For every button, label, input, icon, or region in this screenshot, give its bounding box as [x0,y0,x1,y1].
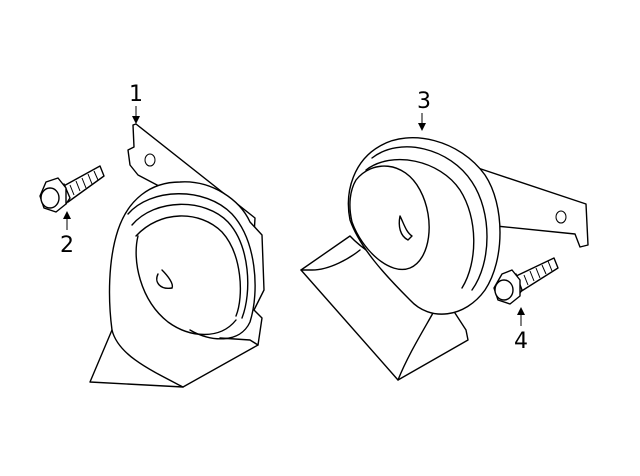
horn-left-emblem-tail [161,269,174,289]
callout-2-arrow [63,211,71,219]
horn-left-rim-inner [135,215,241,317]
horn-right-rim-outer [371,146,488,291]
callout-3-label: 3 [417,89,431,114]
horn-right-emblem [398,215,413,241]
callout-1-arrow [132,116,140,124]
bolt-left[interactable] [39,165,105,213]
callout-2[interactable]: 2 [60,211,74,258]
horn-left-rim-outer [127,193,256,340]
callout-1-label: 1 [129,82,143,107]
bolt-right-thread [523,260,553,286]
bolt-right-head-face [494,279,514,301]
callout-4-arrow [517,307,525,315]
callout-1[interactable]: 1 [129,82,143,124]
bolt-left-thread [69,170,99,196]
horn-left-body [89,181,265,388]
horn-right-bracket-hole [555,210,567,224]
callout-2-label: 2 [60,233,74,258]
horn-left-bracket-hole [144,153,156,167]
bolt-right[interactable] [493,257,559,305]
horn-right-face [349,165,430,271]
horn-left-emblem [156,273,173,289]
horn-left-face [135,235,237,336]
bolt-left-head-face [40,187,60,209]
horn-right[interactable] [300,137,589,381]
horn-left-bell-joint [219,337,259,346]
horn-left-bell-edge [111,329,184,388]
callout-4[interactable]: 4 [514,307,528,354]
horn-left-rim-mid [131,203,249,319]
horn-right-rim-inner [365,158,475,289]
horn-left[interactable] [89,123,265,388]
callout-3[interactable]: 3 [417,89,431,131]
callout-4-label: 4 [514,329,528,354]
callout-3-arrow [418,123,426,131]
horn-right-housing [347,137,501,315]
horn-right-bell-lip [300,249,361,271]
